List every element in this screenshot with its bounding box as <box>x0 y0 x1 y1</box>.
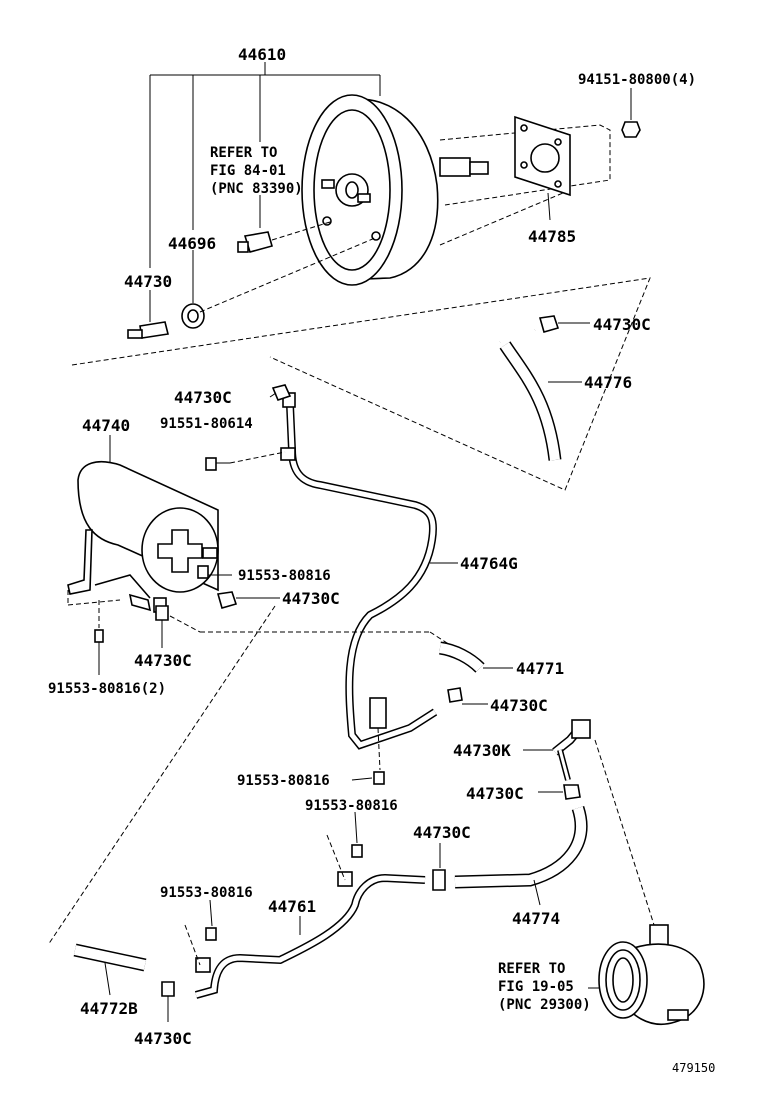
gasket-44785 <box>514 115 571 197</box>
hose-44771 <box>438 641 513 705</box>
brake-booster-group <box>71 62 651 491</box>
vacuum-sensor-part <box>237 195 331 253</box>
part-number-44785: 44785 <box>528 227 576 246</box>
part-number-44771: 44771 <box>516 659 564 678</box>
hose-44776 <box>498 315 590 461</box>
part-number-44730c-top-right: 44730C <box>593 315 651 334</box>
part-number-44730: 44730 <box>124 272 172 291</box>
part-number-91553-80816-lower: 91553-80816 <box>160 885 253 901</box>
part-number-91553-80816-canister: 91553-80816 <box>238 568 331 584</box>
part-number-94151-80800: 94151-80800(4) <box>578 72 696 88</box>
pump-ref-line-2: FIG 19-05 <box>498 979 574 995</box>
nut-94151 <box>621 121 641 138</box>
part-number-44730c-canister: 44730C <box>282 589 340 608</box>
vacuum-pump <box>588 924 705 1025</box>
part-number-44730k: 44730K <box>453 741 511 760</box>
pipe-44761 <box>161 811 426 1022</box>
part-number-44610: 44610 <box>238 45 286 64</box>
part-number-44730c-bottom: 44730C <box>134 1029 192 1048</box>
part-number-44772b: 44772B <box>80 999 138 1018</box>
part-number-91553-80816-2: 91553-80816(2) <box>48 681 166 697</box>
grommet-44696 <box>181 250 205 329</box>
hose-44772b <box>73 943 147 996</box>
check-valve-44730 <box>127 290 169 339</box>
canister-44740 <box>67 435 451 675</box>
pump-ref-line-1: REFER TO <box>498 961 565 977</box>
part-number-44740: 44740 <box>82 416 130 435</box>
pipe-44764g <box>205 384 458 785</box>
part-number-91553-80816-pipe: 91553-80816 <box>237 773 330 789</box>
part-number-44774: 44774 <box>512 909 560 928</box>
part-number-44730c-joint: 44730C <box>413 823 471 842</box>
part-number-44776: 44776 <box>584 373 632 392</box>
part-number-91553-80816-mid: 91553-80816 <box>305 798 398 814</box>
booster-ref-line-2: FIG 84-01 <box>210 163 286 179</box>
hose-44774-group <box>432 719 656 929</box>
part-number-44730c-canister-bottom: 44730C <box>134 651 192 670</box>
booster-ref-line-1: REFER TO <box>210 145 277 161</box>
part-number-44764g: 44764G <box>460 554 518 573</box>
part-number-44761: 44761 <box>268 897 316 916</box>
pump-ref-line-3: (PNC 29300) <box>498 997 591 1013</box>
part-number-91551-80614: 91551-80614 <box>160 416 253 432</box>
part-number-44696: 44696 <box>168 234 216 253</box>
booster-ref-line-3: (PNC 83390) <box>210 181 303 197</box>
part-number-44730c-pipe-top: 44730C <box>174 388 232 407</box>
part-number-44730c-44771: 44730C <box>490 696 548 715</box>
illustration-id: 479150 <box>672 1061 715 1075</box>
part-number-44730c-44774: 44730C <box>466 784 524 803</box>
